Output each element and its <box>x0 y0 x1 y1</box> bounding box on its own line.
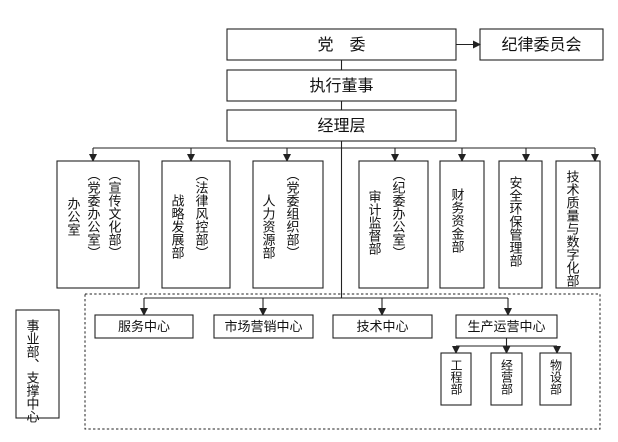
department-sub-label-4: （纪委办公室） <box>390 168 406 259</box>
technology-center-box <box>332 314 433 339</box>
department-sub-label-2: （法律风控部） <box>193 168 209 259</box>
department-box-3 <box>252 160 324 289</box>
department-main-label-4: 审计监督部 <box>366 190 382 255</box>
department-main-label-1: 办公室 <box>65 197 81 236</box>
department-box-5 <box>439 160 485 289</box>
technology-center-label: 技术中心 <box>356 320 408 335</box>
department-main-label-6: 安全环保管理部 <box>507 176 523 267</box>
business-unit-group-box <box>15 309 60 419</box>
department-box-7 <box>555 160 601 289</box>
service-center-box <box>94 314 194 339</box>
operations-subunit-label: 经营部 <box>500 359 514 395</box>
production-center-label: 生产运营中心 <box>467 320 545 335</box>
materials-subunit-label: 物设部 <box>549 359 563 395</box>
department-sub-label-1: （宣传文化部） <box>106 168 122 259</box>
party-committee-label: 党 委 <box>317 35 365 54</box>
department-main-label-2: 战略发展部 <box>169 194 185 259</box>
marketing-center-box <box>213 314 314 339</box>
department-sub-label-1b: （党委办公室） <box>85 168 101 259</box>
department-box-1 <box>56 160 140 289</box>
management-label: 经理层 <box>317 116 365 135</box>
department-main-label-5: 财务资金部 <box>449 188 465 253</box>
department-box-2 <box>161 160 231 289</box>
executive-director-label: 执行董事 <box>309 76 373 95</box>
party-committee-box <box>226 28 457 61</box>
management-box <box>226 109 457 142</box>
discipline-committee-label: 纪律委员会 <box>501 35 581 54</box>
department-sub-label-3: （党委组织部） <box>284 168 300 259</box>
top-levels: 党 委 纪律委员会 执行董事 经理层 <box>226 28 604 142</box>
business-units-section: 事业部、支撑中心 服务中心 市场营销中心 技术中心 生产运营中心 工程部 经营部… <box>15 293 601 430</box>
engineering-subunit-label: 工程部 <box>449 359 463 395</box>
discipline-committee-box <box>479 28 604 61</box>
business-units-dashed-container <box>84 293 601 430</box>
department-branch: 办公室 （宣传文化部） （党委办公室） 战略发展部 （法律风控部） 人力资源部 … <box>56 141 601 294</box>
marketing-center-label: 市场营销中心 <box>224 319 302 335</box>
business-unit-group-label: 事业部、支撑中心 <box>24 319 40 423</box>
service-center-label: 服务中心 <box>118 319 170 335</box>
engineering-subunit-box <box>440 352 472 406</box>
department-box-4 <box>358 160 429 289</box>
department-main-label-3: 人力资源部 <box>260 194 276 259</box>
operations-subunit-box <box>490 352 523 406</box>
department-box-6 <box>498 160 543 289</box>
department-main-label-7: 技术质量与数字化部 <box>564 170 580 287</box>
materials-subunit-box <box>539 352 572 406</box>
